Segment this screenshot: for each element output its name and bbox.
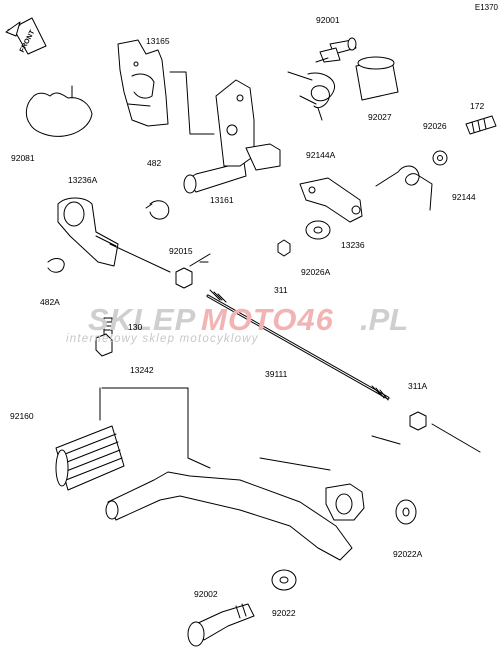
part-label-92144a[interactable]: 92144A	[306, 150, 336, 160]
watermark-brand-red: MOTO46	[201, 302, 334, 337]
shift-rod-39111-icon	[206, 289, 390, 401]
part-label-92002[interactable]: 92002	[194, 589, 218, 599]
part-label-13161[interactable]: 13161	[210, 195, 234, 205]
part-label-13242[interactable]: 13242	[130, 365, 154, 375]
collar-92027-icon	[355, 56, 399, 101]
circlip-482-icon	[145, 200, 170, 220]
spring-92144a-icon	[287, 71, 336, 121]
part-label-482a[interactable]: 482A	[40, 297, 60, 307]
part-label-130[interactable]: 130	[128, 322, 143, 332]
part-label-92001[interactable]: 92001	[316, 15, 340, 25]
guide-plate-13165-icon	[117, 39, 169, 127]
pivot-bolt-92002-icon	[187, 603, 255, 647]
peg-rubber-92160-icon	[55, 425, 125, 491]
part-label-92026[interactable]: 92026	[423, 121, 447, 131]
nut-311a-icon	[409, 411, 427, 431]
part-label-92081[interactable]: 92081	[11, 153, 35, 163]
part-label-13236[interactable]: 13236	[341, 240, 365, 250]
watermark-tagline: internetowy sklep motocyklowy	[66, 333, 259, 345]
part-label-92027[interactable]: 92027	[368, 112, 392, 122]
part-label-92144[interactable]: 92144	[452, 192, 476, 202]
watermark-brand-suffix: .PL	[360, 302, 409, 337]
part-label-92026a[interactable]: 92026A	[301, 267, 331, 277]
part-label-311a[interactable]: 311A	[408, 381, 428, 391]
nut-92015-icon	[175, 267, 193, 289]
watermark-brand-gray: SKLEP	[88, 302, 197, 337]
part-label-311[interactable]: 311	[274, 285, 288, 295]
part-label-13165[interactable]: 13165	[146, 36, 170, 46]
ring-92081-icon	[25, 92, 93, 137]
bolt-130-icon	[95, 317, 113, 357]
diagram-code: E1370	[474, 3, 498, 12]
shift-shaft-13161-icon	[183, 79, 281, 194]
shift-pedal-icon	[105, 457, 365, 561]
part-label-92160[interactable]: 92160	[10, 411, 34, 421]
bolt-92001-icon	[315, 37, 357, 63]
part-label-92022a[interactable]: 92022A	[393, 549, 423, 559]
lever-13236-icon	[299, 177, 363, 223]
washer-92026-icon	[432, 150, 448, 166]
part-label-92015[interactable]: 92015	[169, 246, 193, 256]
part-label-92022[interactable]: 92022	[272, 608, 296, 618]
washer-92022a-icon	[395, 499, 417, 525]
part-label-482[interactable]: 482	[147, 158, 162, 168]
front-arrow-icon	[5, 17, 47, 55]
circlip-482a-icon	[47, 258, 65, 273]
spring-92144-icon	[375, 165, 433, 211]
part-label-39111[interactable]: 39111	[265, 369, 288, 379]
stud-172-icon	[465, 115, 497, 135]
washer-92026a-icon	[305, 220, 331, 240]
part-label-13236a[interactable]: 13236A	[68, 175, 98, 185]
part-label-172[interactable]: 172	[470, 101, 485, 111]
nut-311-icon	[277, 239, 291, 257]
clamp-13236a-icon	[57, 197, 119, 267]
washer-92022-icon	[271, 569, 297, 591]
